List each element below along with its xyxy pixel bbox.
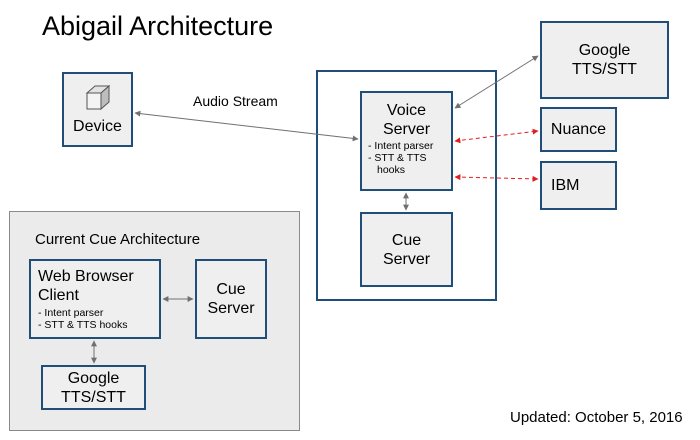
cue-server-current-line2: Server — [207, 300, 255, 317]
updated-date: Updated: October 5, 2016 — [510, 409, 683, 426]
ibm-box: IBM — [540, 161, 617, 210]
voice-google-arrow — [454, 55, 539, 109]
google-current-line1: Google — [67, 369, 120, 387]
voice-server-note-stt: - STT & TTS — [368, 152, 427, 164]
audio-stream-label: Audio Stream — [193, 93, 278, 109]
cue-server-current-box: Cue Server — [195, 259, 267, 339]
google-main-line2: TTS/STT — [572, 61, 637, 78]
voice-server-box: Voice Server - Intent parser - STT & TTS… — [360, 91, 453, 191]
web-browser-line1: Web Browser — [38, 268, 134, 285]
voice-nuance-arrow — [454, 128, 539, 144]
web-browser-line2: Client — [38, 287, 79, 304]
google-main-box: Google TTS/STT — [540, 21, 669, 99]
cube-icon — [85, 84, 110, 111]
nuance-box: Nuance — [540, 107, 617, 152]
device-label: Device — [73, 118, 122, 135]
voice-server-title-line1: Voice — [386, 102, 427, 119]
cue-server-main-box: Cue Server — [360, 212, 453, 287]
web-browser-note-stt: - STT & TTS hooks — [38, 319, 128, 331]
ibm-label: IBM — [551, 177, 580, 194]
cue-server-main-line2: Server — [382, 250, 431, 268]
diagram-title: Abigail Architecture — [42, 11, 274, 41]
voice-server-note-intent: - Intent parser — [368, 140, 434, 152]
google-current-box: Google TTS/STT — [41, 365, 146, 410]
current-cue-heading: Current Cue Architecture — [35, 231, 201, 248]
voice-server-note-hooks: hooks — [377, 164, 406, 176]
google-main-line1: Google — [578, 42, 631, 59]
google-current-line2: TTS/STT — [61, 388, 126, 406]
web-browser-client-box: Web Browser Client - Intent parser - STT… — [29, 259, 161, 339]
voice-server-title-line2: Server — [382, 121, 431, 138]
device-box: Device — [62, 72, 133, 147]
cue-server-current-line1: Cue — [216, 281, 246, 298]
web-browser-note-intent: - Intent parser — [38, 307, 104, 319]
cue-server-main-line1: Cue — [391, 231, 422, 249]
nuance-label: Nuance — [550, 121, 607, 138]
voice-ibm-arrow — [454, 174, 539, 182]
audio-stream-arrow — [134, 110, 359, 142]
